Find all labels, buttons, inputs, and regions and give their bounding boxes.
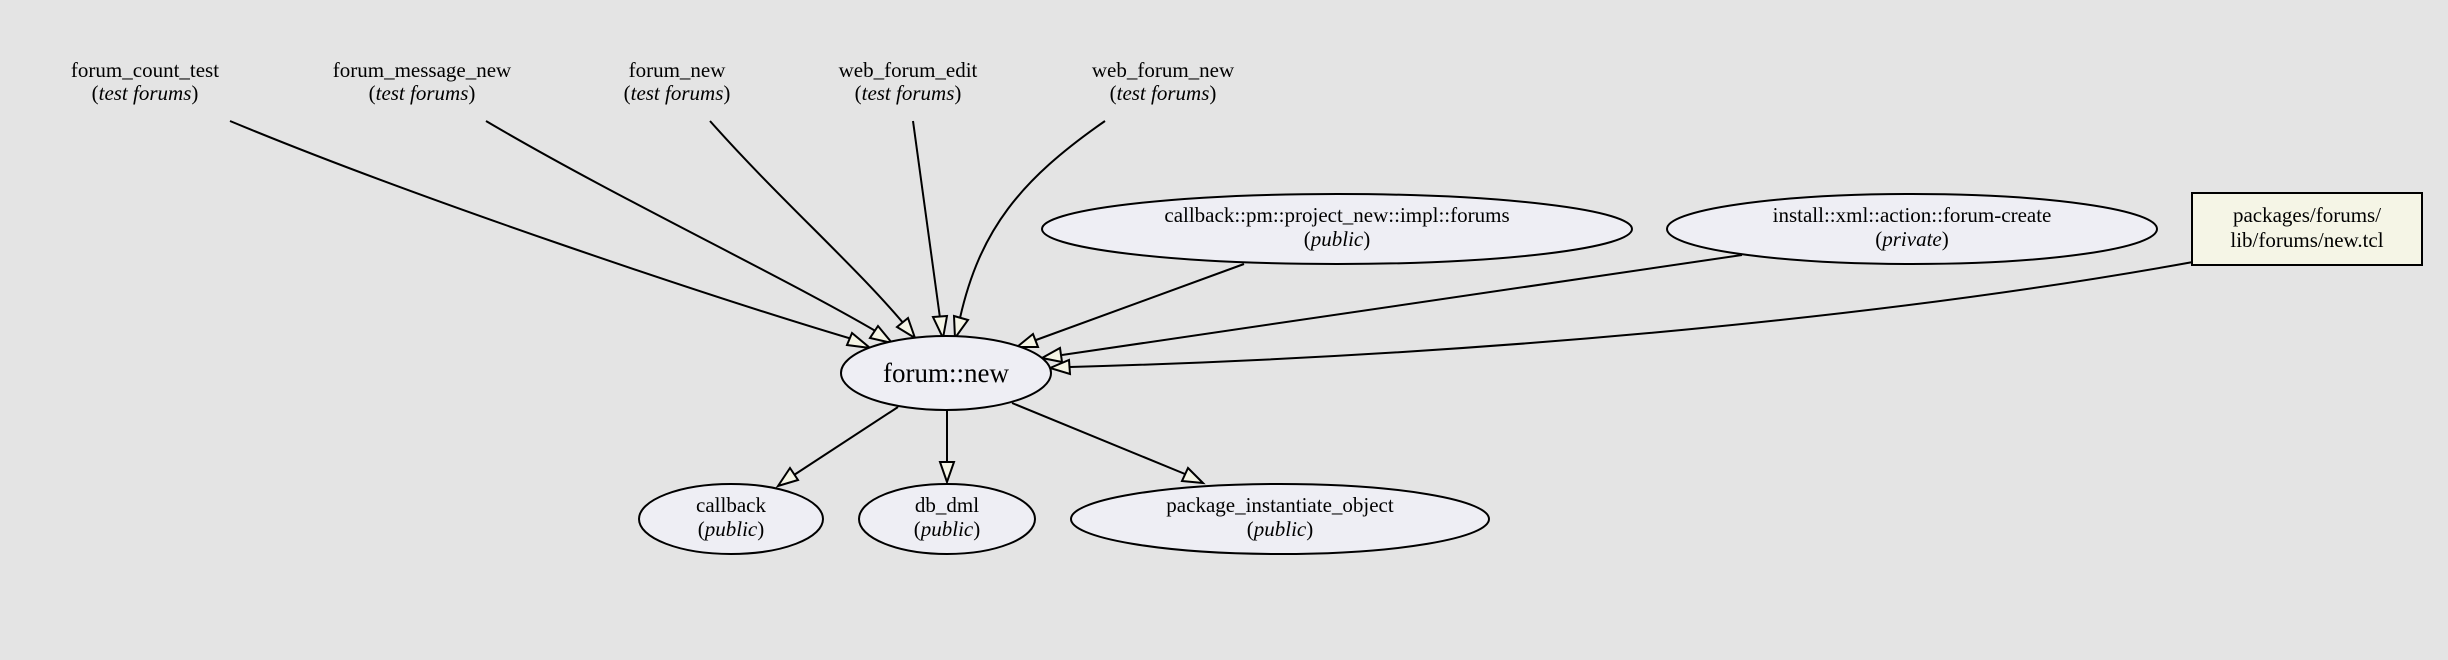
callee-node-package-instantiate-object[interactable]: package_instantiate_object (public): [1070, 483, 1490, 555]
node-kind: (private): [1875, 227, 1948, 251]
caller-node-packages-file[interactable]: packages/forums/ lib/forums/new.tcl: [2191, 192, 2423, 266]
arrow-head: [1047, 358, 1072, 376]
arrow-head: [775, 466, 800, 488]
node-ellipse: [1070, 483, 1490, 555]
node-name: forum_new: [629, 58, 727, 82]
arrow-head: [1039, 346, 1064, 364]
edge-forum-new-to-db-dml: [938, 410, 956, 486]
node-name: db_dml: [915, 493, 979, 517]
callee-node-db-dml[interactable]: db_dml (public): [858, 483, 1036, 555]
callee-node-callback[interactable]: callback (public): [638, 483, 824, 555]
node-kind: (test forums): [855, 81, 962, 105]
node-kind: (public): [1247, 517, 1314, 541]
node-kind-text: public: [703, 517, 758, 541]
caller-node-forum-message-new[interactable]: forum_message_new (test forums): [333, 58, 512, 105]
edge-line: [1035, 263, 1245, 341]
edge-line: [229, 120, 863, 343]
edge-line: [793, 406, 899, 476]
caller-node-install-xml-action-forum-create[interactable]: install::xml::action::forum-create (priv…: [1666, 193, 2158, 265]
edge-install-xml-to-forum-new: [1039, 254, 1743, 364]
node-kind-text: test forums: [1117, 81, 1210, 105]
edge-line: [709, 120, 910, 331]
caller-node-web-forum-new[interactable]: web_forum_new (test forums): [1092, 58, 1235, 105]
caller-node-callback-pm-project-new-impl-forums[interactable]: callback::pm::project_new::impl::forums …: [1041, 193, 1633, 265]
center-node-forum-new[interactable]: forum::new: [840, 335, 1052, 411]
arrow-head: [931, 314, 949, 342]
node-name: web_forum_new: [1092, 58, 1235, 82]
node-kind: (public): [1304, 227, 1371, 251]
arrow-head: [895, 316, 917, 341]
node-ellipse: [638, 483, 824, 555]
arrow-head: [1180, 466, 1206, 485]
arrow-head: [868, 324, 895, 345]
arrow-head: [938, 461, 956, 486]
edges: [229, 120, 2194, 488]
edge-line: [1069, 261, 2194, 368]
edge-forum-new-to-package-instantiate-object: [1011, 402, 1206, 485]
node-kind-text: public: [919, 517, 974, 541]
node-ellipse: [1666, 193, 2158, 265]
node-kind: (test forums): [92, 81, 199, 105]
node-name: package_instantiate_object: [1166, 493, 1394, 517]
node-kind: (test forums): [369, 81, 476, 105]
file-path-line-1: packages/forums/: [2233, 203, 2381, 227]
edge-line: [959, 120, 1106, 319]
node-kind-text: test forums: [99, 81, 192, 105]
node-kind-text: test forums: [631, 81, 724, 105]
node-kind-text: test forums: [376, 81, 469, 105]
node-name: install::xml::action::forum-create: [1773, 203, 2052, 227]
file-box: [2191, 192, 2423, 266]
edge-forum-new-to-forum-new: [709, 120, 917, 341]
node-name: web_forum_edit: [839, 58, 978, 82]
caller-node-web-forum-edit[interactable]: web_forum_edit (test forums): [839, 58, 978, 105]
node-kind: (test forums): [1110, 81, 1217, 105]
edge-forum-new-to-callback: [775, 406, 899, 488]
edge-web-forum-edit-to-forum-new: [912, 120, 949, 342]
node-kind-text: public: [1309, 227, 1364, 251]
file-path-line-2: lib/forums/new.tcl: [2230, 228, 2383, 252]
caller-node-forum-count-test[interactable]: forum_count_test (test forums): [71, 58, 219, 105]
node-name: callback: [696, 493, 766, 517]
node-kind: (public): [698, 517, 765, 541]
edge-line: [1061, 254, 1743, 356]
edge-line: [485, 120, 885, 337]
edge-web-forum-new-to-forum-new: [952, 120, 1106, 341]
node-name: callback::pm::project_new::impl::forums: [1164, 203, 1509, 227]
edge-forum-count-test-to-forum-new: [229, 120, 874, 350]
arrow-head: [952, 314, 970, 341]
arrow-head: [1014, 332, 1040, 348]
center-node-label: forum::new: [883, 358, 1009, 388]
edge-forum-message-new-to-forum-new: [485, 120, 895, 345]
node-kind: (test forums): [624, 81, 731, 105]
node-kind-text: public: [1252, 517, 1307, 541]
node-kind-text: private: [1880, 227, 1941, 251]
edge-packages-file-to-forum-new: [1047, 261, 2194, 376]
node-name: forum_count_test: [71, 58, 219, 82]
arrow-head: [845, 331, 874, 350]
node-ellipse: [1041, 193, 1633, 265]
node-kind-text: test forums: [862, 81, 955, 105]
node-name: forum_message_new: [333, 58, 512, 82]
node-ellipse: [840, 335, 1052, 411]
caller-node-forum-new[interactable]: forum_new (test forums): [624, 58, 731, 105]
edge-line: [912, 120, 941, 319]
node-ellipse: [858, 483, 1036, 555]
edge-line: [1011, 402, 1186, 475]
edge-callback-pm-to-forum-new: [1014, 263, 1245, 348]
node-kind: (public): [914, 517, 981, 541]
